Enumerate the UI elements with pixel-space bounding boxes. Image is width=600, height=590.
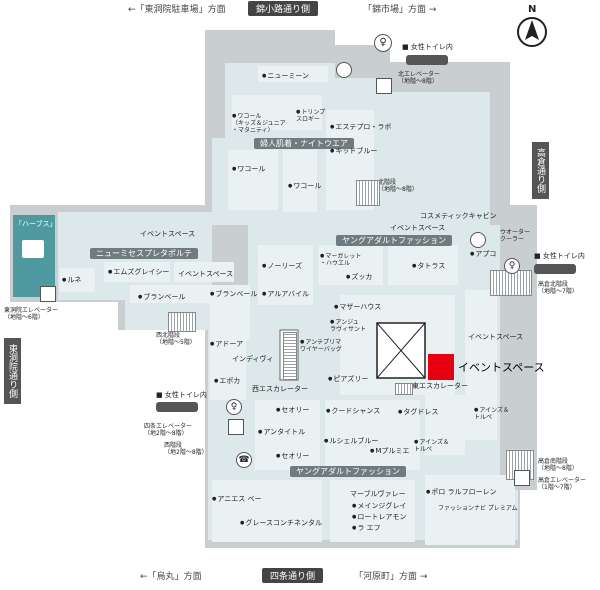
restroom-icon: ♀ (504, 258, 520, 274)
shop-label: イベントスペース (468, 333, 524, 341)
shop-label: ズッカ (346, 273, 372, 281)
stairs-west-label: 西北階段 （地階〜5階） (156, 332, 196, 346)
stairs-ne-label: 高倉北階段 （地階〜7階） (538, 281, 578, 295)
shop-label: アルアバイル (262, 290, 309, 298)
toilet-north-label: ■ 女性トイレ内 (402, 43, 453, 51)
elevator-icon (228, 419, 244, 435)
direction-right-side: 高倉通り側 (532, 142, 549, 199)
highlight-event-space-marker (428, 354, 454, 380)
harbs-label: 「ハーブス」 (15, 220, 57, 228)
shop-label: ノーリーズ (262, 262, 302, 270)
shop-label: エステプロ・ラボ (330, 123, 391, 131)
shop-label: クードシャンス (326, 407, 380, 415)
shop-label: グレースコンチネンタル (240, 519, 322, 527)
stairs-ne-icon (490, 270, 532, 296)
elevator-north-label: 北エレベーター （地階〜8階） (398, 71, 441, 85)
stroller-icon (336, 62, 352, 78)
accessibility-icon (156, 402, 198, 412)
shop-label: ワコール （キッズ＆ジュニア ・マタニティ） (232, 113, 286, 135)
shop-label: エムズグレイシー (108, 268, 169, 276)
shop-label: コスメティックキャビン (420, 212, 497, 220)
toilet-west-label: ■ 女性トイレ内 (156, 391, 207, 399)
direction-bottom-left: ←「烏丸」方面 (140, 572, 202, 582)
shop-label: マザーハウス (334, 303, 381, 311)
escalator-east-icon (395, 383, 413, 395)
shop-label: アインズ＆ トルペ (474, 407, 509, 422)
shop-label: キッドブルー (330, 147, 377, 155)
shop-label: タトラス (412, 262, 445, 270)
shop-label: インディヴィ (232, 355, 274, 363)
accessibility-icon (534, 264, 576, 274)
stairs-west-icon (168, 312, 196, 332)
corridor-south: ヤングアダルトファッション (290, 466, 406, 477)
highlight-event-space-label: イベントスペース (458, 361, 545, 374)
stairs-north-icon (356, 180, 380, 206)
elevator-icon (40, 286, 56, 302)
shop-label: ブランベール (138, 293, 185, 301)
stairs-north-label: 北階段 （地階〜8階） (378, 179, 418, 193)
shop-label: ロートレアモン (352, 513, 406, 521)
stairs-west2-label: 西階段 （地2階〜8階） (164, 442, 208, 456)
direction-top-center: 錦小路通り側 (248, 1, 319, 16)
cafe-icon (22, 240, 44, 258)
shop-label: セオリー (276, 406, 309, 414)
shop-label: セオリー (276, 452, 309, 460)
west-escalator-label: 西エスカレーター (252, 385, 308, 393)
escalator-west-icon (283, 332, 297, 380)
shop-label: ワコール (288, 182, 321, 190)
accessibility-icon (406, 55, 448, 65)
elevator-east-label: 高倉エレベーター （1階〜7階） (538, 477, 587, 491)
shop-label: アインズ＆ トルペ (414, 439, 449, 454)
direction-bottom-right: 「河原町」方面 → (354, 572, 428, 582)
shop-label: ブランベール (210, 290, 257, 298)
direction-top-left: ←「東洞院駐車場」方面 (128, 5, 226, 15)
shop-label: アンジュ ラヴィサント (330, 319, 366, 334)
east-escalator-label: 東エスカレーター (412, 382, 468, 390)
elevator-west-label: 東洞院エレベーター （地階〜6階） (4, 307, 59, 321)
phone-icon: ☎ (236, 452, 252, 468)
shop-label: タグドレス (398, 408, 438, 416)
shop-label: ワコール (232, 165, 265, 173)
shop-label: アプコ (470, 250, 496, 258)
shop-label: ルシェルブルー (324, 437, 378, 445)
shop-label: ラ エフ (352, 524, 380, 532)
shop-label: トリンプ スロギー (296, 109, 325, 124)
compass-icon: N (514, 4, 550, 48)
water-cooler-icon (470, 232, 486, 248)
shop-label: Mプルミエ (370, 447, 409, 455)
toilet-east-label: ■ 女性トイレ内 (534, 252, 585, 260)
water-cooler-label: ウオーター クーラー (500, 229, 531, 243)
corridor-east: ヤングアダルトファッション (336, 235, 452, 246)
shop-label: イベントスペース (178, 270, 234, 278)
corridor-north: 婦人肌着・ナイトウエア (254, 138, 354, 149)
shop-label: ファッションナビ プレミアム (438, 505, 518, 512)
shop-label: ポロ ラルフローレン (426, 488, 496, 496)
shop-label: アニエス ベー (212, 495, 261, 503)
restroom-icon: ♀ (374, 34, 392, 52)
elevator-icon (376, 78, 392, 94)
shop-label: イベントスペース (390, 224, 446, 232)
shop-label: マーガレット ・ハウエル (320, 253, 361, 268)
direction-bottom-center: 四条通り側 (262, 568, 324, 583)
shop-label: エポカ (214, 377, 240, 385)
direction-left-side: 東洞院通り側 (4, 338, 21, 404)
direction-top-right: 「錦市場」方面 → (363, 5, 437, 15)
shop-label: ルネ (62, 276, 81, 284)
elevator-icon (514, 470, 530, 486)
shop-label: ピアズリー (328, 375, 368, 383)
shop-label: アンテプリマ ワイヤーバッグ (300, 339, 342, 354)
shop-label: アンタイトル (258, 428, 305, 436)
shop-label: アドーア (210, 340, 243, 348)
shop-label: ニューミーン (262, 72, 309, 80)
corridor-west: ニューミセスプレタポルテ (90, 248, 198, 259)
restroom-icon: ♀ (226, 399, 242, 415)
shop-label: イベントスペース (140, 230, 196, 238)
shop-label: マーブルヴァレー (350, 490, 406, 498)
elevator-shijo-label: 四条エレベーター （地2階〜8階） (144, 423, 193, 437)
shop-label: メインジグレイ (352, 502, 406, 510)
stairs-se-label: 高倉南階段 （地階〜8階） (538, 458, 578, 472)
